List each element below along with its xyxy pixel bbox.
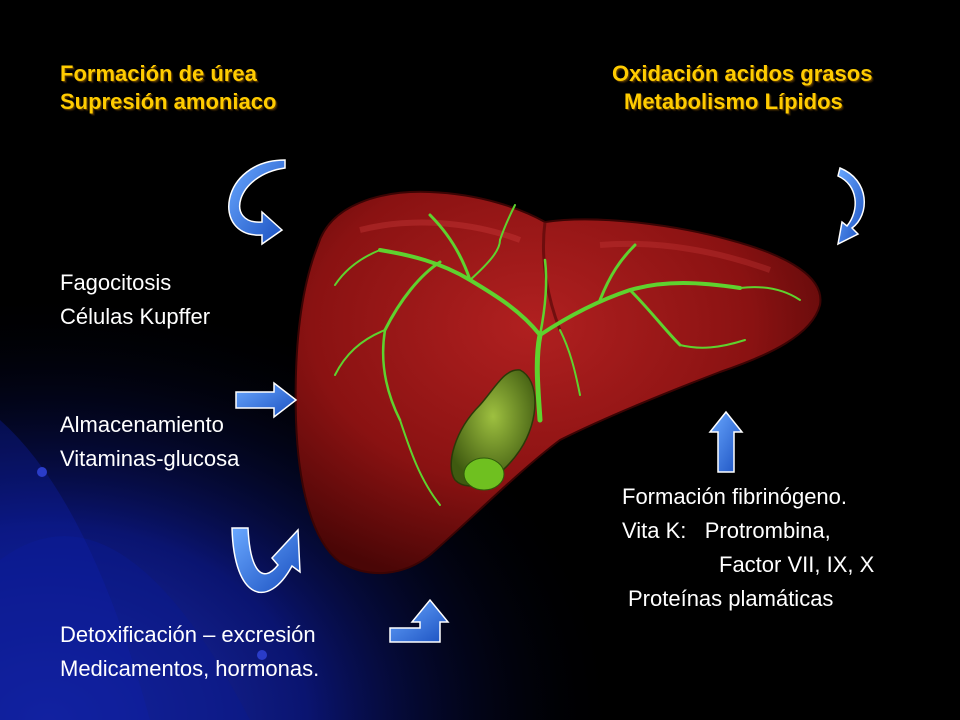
proteins-block: Formación fibrinógeno. Vita K: Protrombi…	[622, 480, 874, 616]
top-left-header: Formación de úrea Supresión amoniaco	[60, 60, 276, 116]
curved-arrow-icon	[228, 159, 286, 246]
factors-text: Factor VII, IX, X	[719, 552, 875, 577]
bile-vessels	[334, 204, 801, 506]
storage-text: Almacenamiento	[60, 412, 224, 437]
top-right-header: Oxidación acidos grasos Metabolismo Lípi…	[612, 60, 872, 116]
gallbladder	[450, 369, 536, 487]
fatty-acid-oxidation-text: Oxidación acidos grasos	[612, 61, 873, 86]
ammonia-suppression-text: Supresión amoniaco	[60, 89, 277, 114]
kupffer-cells-text: Células Kupffer	[60, 304, 211, 329]
vitamins-glucose-text: Vitaminas-glucosa	[60, 446, 240, 471]
drugs-hormones-text: Medicamentos, hormonas.	[60, 656, 320, 681]
urea-formation-text: Formación de úrea	[60, 61, 257, 86]
arrow-right-icon	[235, 381, 298, 419]
detox-text: Detoxificación – excresión	[60, 622, 316, 647]
elbow-arrow-icon	[389, 598, 450, 643]
detox-block: Detoxificación – excresión Medicamentos,…	[60, 618, 319, 686]
liver-shape	[294, 190, 822, 575]
decor-dot	[257, 650, 267, 660]
curved-arrow-icon	[836, 166, 865, 246]
arrow-up-icon	[708, 410, 744, 473]
phagocytosis-text: Fagocitosis	[60, 270, 172, 295]
u-turn-arrow-icon	[231, 527, 301, 594]
decor-dot	[37, 467, 47, 477]
fibrinogen-text: Formación fibrinógeno.	[622, 484, 848, 509]
vitamin-k-text: Vita K: Protrombina,	[622, 518, 831, 543]
lipid-metabolism-text: Metabolismo Lípidos	[624, 89, 843, 114]
storage-block: Almacenamiento Vitaminas-glucosa	[60, 408, 239, 476]
plasma-proteins-text: Proteínas plamáticas	[628, 586, 834, 611]
phagocytosis-block: Fagocitosis Células Kupffer	[60, 266, 210, 334]
